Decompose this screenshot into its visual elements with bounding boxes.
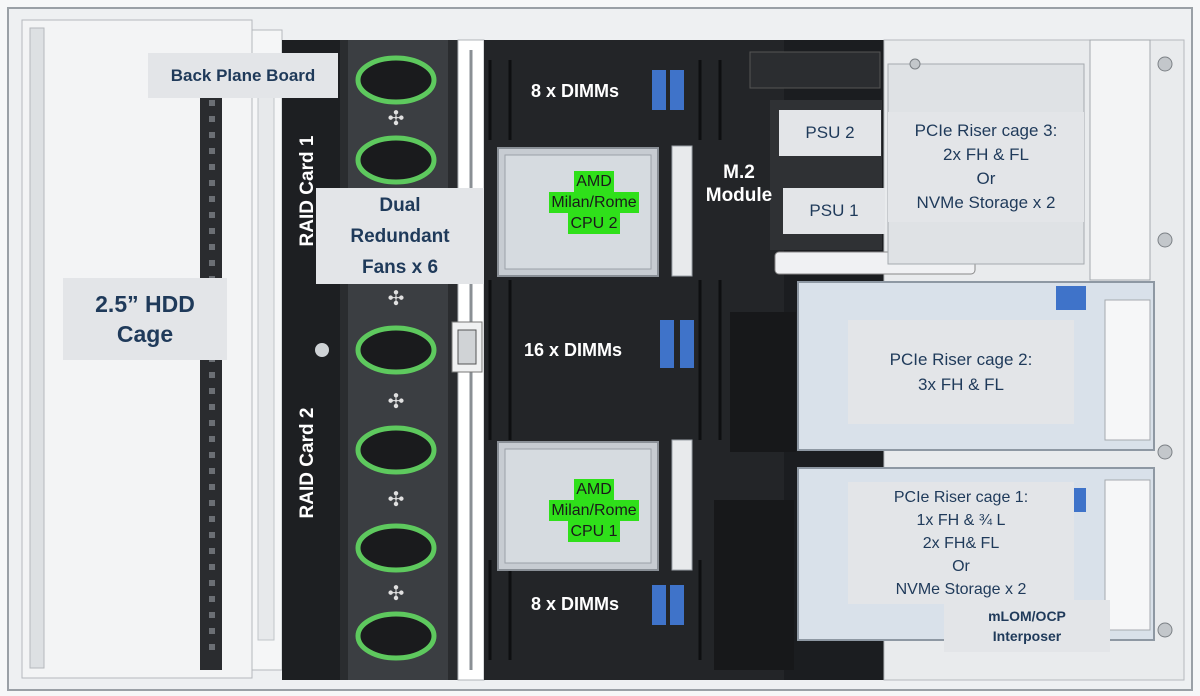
riser3-label: PCIe Riser cage 3: 2x FH & FL Or NVMe St…	[888, 112, 1084, 222]
riser1-line: PCIe Riser cage 1:	[893, 488, 1029, 506]
dimm-latches	[652, 70, 694, 625]
riser2-latch	[1056, 286, 1086, 310]
raid-card-2-label: RAID Card 2	[297, 407, 318, 519]
psu1-label: PSU 1	[783, 188, 885, 234]
back-plane-label: Back Plane Board	[148, 53, 338, 98]
riser2-label: PCIe Riser cage 2: 3x FH & FL	[848, 320, 1074, 424]
svg-text:✣: ✣	[388, 286, 405, 310]
fans-label: Dual Redundant Fans x 6	[316, 188, 484, 284]
dimm-slots	[488, 60, 722, 660]
dimms-mid-label: 16 x DIMMs	[524, 340, 623, 360]
riser1-line: 1x FH & ¾ L	[916, 511, 1006, 529]
psu2-label: PSU 2	[779, 110, 881, 156]
cpu1-label: AMD Milan/Rome CPU 1	[532, 470, 656, 550]
fans-line: Dual	[379, 194, 421, 216]
svg-text:✣: ✣	[388, 106, 405, 130]
fan-1: ✣	[355, 55, 437, 185]
mlom-label: mLOM/OCP Interposer	[944, 600, 1110, 652]
mlom-line: mLOM/OCP	[988, 608, 1066, 624]
svg-text:✣: ✣	[388, 487, 405, 511]
riser1-label: PCIe Riser cage 1: 1x FH & ¾ L 2x FH& FL…	[848, 482, 1074, 604]
m2-line: Module	[705, 185, 773, 206]
cpu2-line: AMD	[574, 170, 614, 192]
fan-3: ✣	[355, 389, 437, 475]
hdd-cage-line: 2.5” HDD	[95, 291, 195, 317]
svg-text:✣: ✣	[388, 389, 405, 413]
riser3-line: PCIe Riser cage 3:	[914, 121, 1058, 140]
raid-card-strip	[282, 40, 340, 680]
cpu2-label: AMD Milan/Rome CPU 2	[532, 162, 656, 242]
hdd-cage-line: Cage	[116, 321, 174, 347]
m2-module-label: M.2 Module	[696, 156, 782, 212]
dimms-top-label: 8 x DIMMs	[531, 81, 620, 101]
riser3-line: 2x FH & FL	[943, 145, 1029, 164]
riser1-line: NVMe Storage x 2	[895, 580, 1027, 598]
cpu2-line: CPU 2	[568, 212, 620, 234]
cpu2-line: Milan/Rome	[549, 191, 639, 213]
hdd-cage-label: 2.5” HDD Cage	[63, 278, 227, 360]
riser2-line: 3x FH & FL	[918, 375, 1004, 394]
drive-connectors	[200, 90, 222, 670]
riser1-line: Or	[952, 557, 970, 575]
cpu1-line: CPU 1	[568, 520, 620, 542]
psu-top	[749, 51, 881, 89]
rear-screws	[909, 56, 1173, 638]
fan-array: ✣ ✣ ✣ ✣ ✣	[355, 55, 437, 661]
cpu1-line: Milan/Rome	[549, 499, 639, 521]
fans-line: Fans x 6	[361, 256, 439, 278]
cpu1-line: AMD	[574, 478, 614, 500]
svg-text:✣: ✣	[388, 581, 405, 605]
fan-2: ✣	[355, 286, 437, 375]
m2-line: M.2	[723, 162, 755, 183]
riser2-line: PCIe Riser cage 2:	[889, 350, 1033, 369]
riser3-line: NVMe Storage x 2	[916, 193, 1056, 212]
fan-5: ✣	[355, 581, 437, 661]
raid-screw	[315, 343, 329, 357]
mlom-line: Interposer	[992, 628, 1062, 644]
riser1-line: 2x FH& FL	[922, 534, 1000, 552]
fan-4: ✣	[355, 487, 437, 573]
fans-line: Redundant	[350, 225, 450, 247]
riser3-line: Or	[976, 169, 996, 188]
dimms-bottom-label: 8 x DIMMs	[531, 594, 620, 614]
